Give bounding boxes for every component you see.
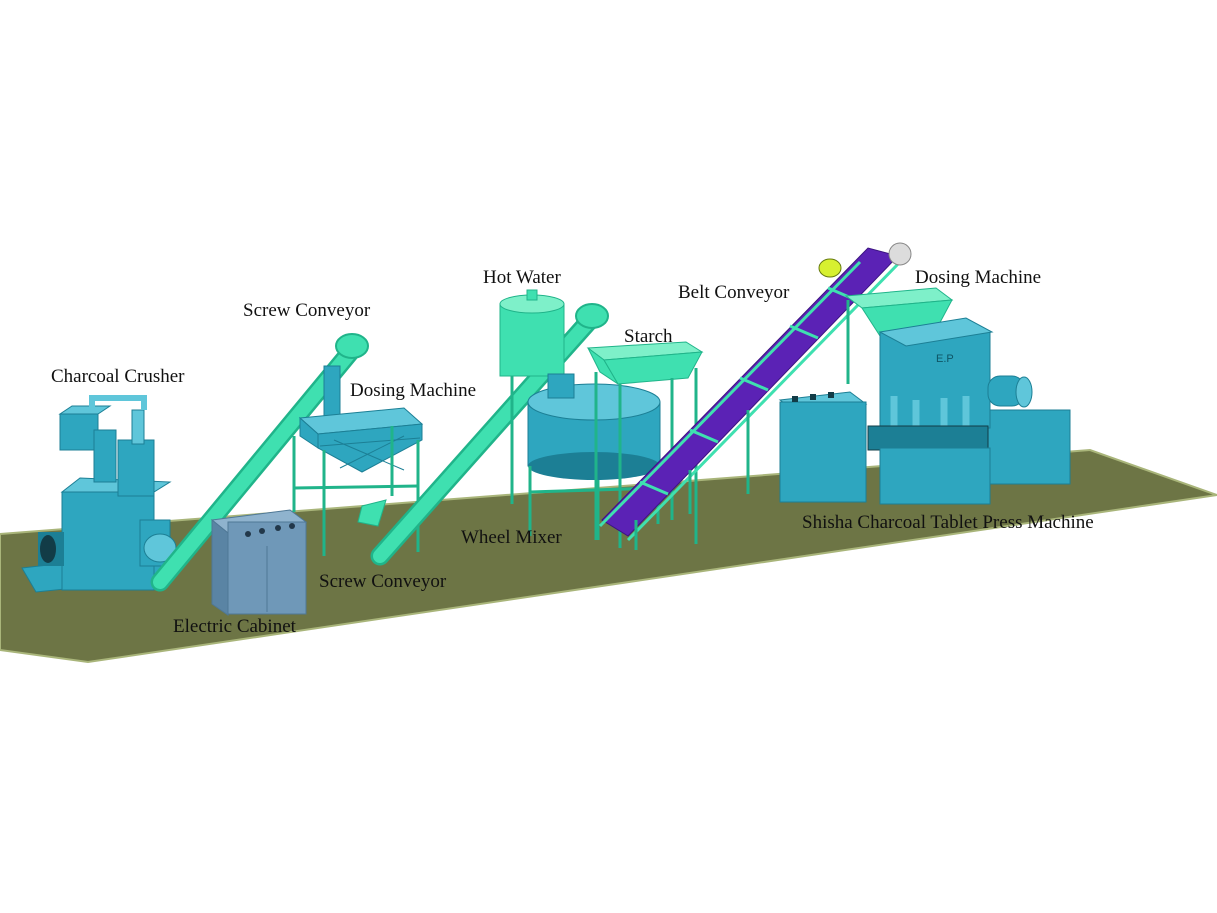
hot-water-tank [499,289,565,504]
electric-cabinet [210,509,308,616]
wheel-mixer [527,373,661,540]
screw-conveyor-1 [150,333,369,592]
label-screw-conveyor-2: Screw Conveyor [319,571,447,592]
label-electric-cabinet: Electric Cabinet [173,616,296,637]
label-press-machine: Shisha Charcoal Tablet Press Machine [802,512,1094,533]
belt-conveyor [598,242,912,550]
label-dosing-machine-2: Dosing Machine [915,267,1042,288]
label-hot-water: Hot Water [483,267,561,288]
label-dosing-machine-1: Dosing Machine [350,380,477,401]
charcoal-crusher [21,395,177,593]
label-belt-conveyor: Belt Conveyor [678,282,790,303]
label-charcoal-crusher: Charcoal Crusher [51,366,185,387]
label-starch: Starch [624,326,673,347]
tablet-press-machine: E.P [778,317,1071,505]
dosing-machine-1 [292,407,424,556]
label-screw-conveyor-1: Screw Conveyor [243,300,371,321]
press-plate-text: E.P [936,353,954,365]
label-wheel-mixer: Wheel Mixer [461,527,562,548]
